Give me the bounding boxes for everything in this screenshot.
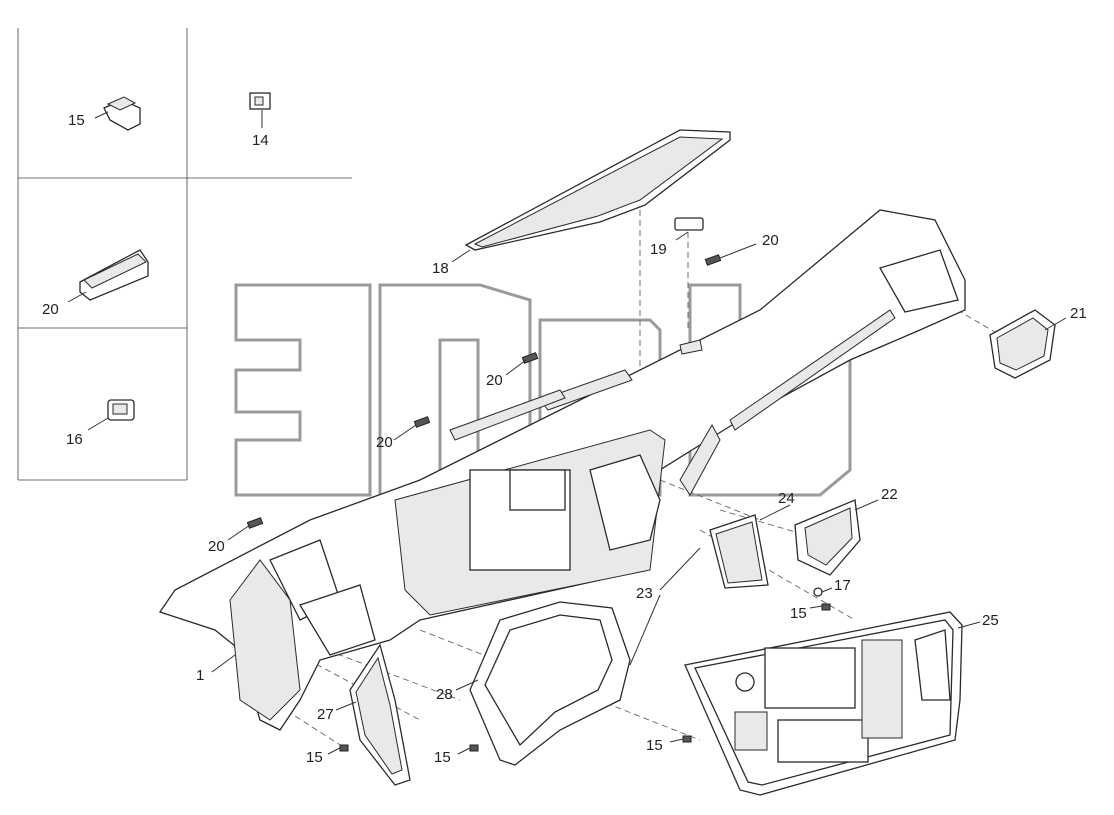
callout-19: 19 — [650, 241, 667, 258]
callout-21: 21 — [1070, 305, 1087, 322]
callout-20-b: 20 — [486, 372, 503, 389]
callout-22: 22 — [881, 486, 898, 503]
callout-23: 23 — [636, 585, 653, 602]
callout-28: 28 — [436, 686, 453, 703]
callout-15-d: 15 — [646, 737, 663, 754]
callout-20-c: 20 — [376, 434, 393, 451]
part-21-air-vent — [989, 309, 1056, 379]
callout-15-a: 15 — [790, 605, 807, 622]
callout-25: 25 — [982, 612, 999, 629]
callout-27: 27 — [317, 706, 334, 723]
callout-17: 17 — [834, 577, 851, 594]
part-28-cluster-hood — [469, 601, 631, 766]
callout-16: 16 — [66, 431, 83, 448]
leader-lines — [211, 231, 1067, 755]
part-19-cap — [674, 217, 704, 231]
part-15-clip-detail — [94, 96, 141, 131]
callout-15-c: 15 — [434, 749, 451, 766]
callout-24: 24 — [778, 490, 795, 507]
part-20-clip-detail — [67, 249, 149, 303]
fasteners — [246, 254, 831, 752]
part-1-dashboard-body — [158, 209, 966, 731]
callout-20-d: 20 — [208, 538, 225, 555]
callout-18: 18 — [432, 260, 449, 277]
callout-1: 1 — [196, 667, 204, 684]
part-24-air-vent — [709, 514, 769, 589]
part-18-top-cover — [464, 129, 731, 251]
callout-20-panel: 20 — [42, 301, 59, 318]
callout-labels: 15 14 20 16 18 19 20 20 20 20 21 22 24 2… — [42, 112, 1087, 766]
part-16-clip-detail — [87, 399, 135, 431]
callout-15-panel: 15 — [68, 112, 85, 129]
part-25-switch-panel — [684, 611, 963, 796]
callout-14: 14 — [252, 132, 269, 149]
part-14-clip-detail — [249, 92, 271, 128]
callout-20-a: 20 — [762, 232, 779, 249]
part-27-air-vent — [349, 643, 411, 786]
callout-15-b: 15 — [306, 749, 323, 766]
detail-panel-grid — [17, 28, 352, 481]
part-17-clip — [813, 587, 823, 597]
part-22-air-vent — [794, 499, 861, 576]
